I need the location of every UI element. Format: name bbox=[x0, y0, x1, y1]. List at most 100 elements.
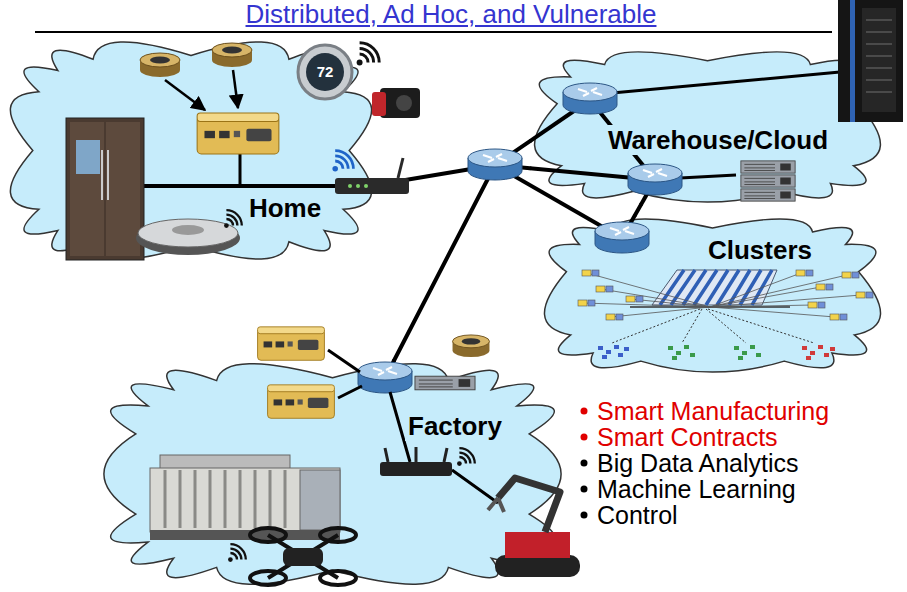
cloud-shape bbox=[544, 219, 880, 372]
compute-group bbox=[624, 347, 629, 351]
cluster-node bbox=[808, 302, 817, 308]
wifi-router bbox=[398, 158, 403, 178]
thermostat bbox=[298, 45, 352, 99]
cluster-node bbox=[606, 314, 615, 320]
compute-group bbox=[742, 351, 747, 355]
router bbox=[595, 222, 649, 253]
server-rack bbox=[741, 175, 795, 187]
bullet-item: Smart Contracts bbox=[597, 424, 778, 450]
wifi-router bbox=[348, 184, 352, 188]
thermostat bbox=[298, 45, 352, 99]
router bbox=[563, 83, 617, 114]
server-rack bbox=[741, 161, 795, 173]
home-wire bbox=[239, 154, 242, 186]
cluster-node bbox=[826, 284, 833, 290]
cluster-node bbox=[830, 314, 839, 320]
compute-group bbox=[802, 346, 807, 350]
compute-group bbox=[690, 353, 695, 357]
compute-group bbox=[824, 353, 829, 357]
cluster-node bbox=[606, 286, 613, 292]
compute-group bbox=[750, 345, 755, 349]
smart-fridge bbox=[66, 118, 144, 260]
robot-arm bbox=[505, 532, 570, 558]
bullet-item: Control bbox=[597, 502, 678, 528]
server-tower bbox=[838, 0, 903, 122]
server-rack bbox=[741, 189, 795, 201]
region-label: Warehouse/Cloud bbox=[605, 125, 831, 155]
cluster-node bbox=[866, 292, 873, 298]
drone bbox=[250, 528, 286, 542]
thermostat bbox=[306, 53, 344, 91]
smart-fridge bbox=[66, 118, 144, 260]
cloud-outline bbox=[100, 360, 565, 588]
compute-group bbox=[618, 353, 623, 357]
wifi-symbol bbox=[357, 43, 380, 66]
cluster-node bbox=[626, 296, 635, 302]
compute-group bbox=[606, 350, 611, 354]
compute-group bbox=[806, 356, 811, 360]
smart-fridge bbox=[106, 122, 140, 256]
network-link bbox=[394, 165, 530, 360]
gateway-box bbox=[258, 327, 325, 360]
cluster-node bbox=[842, 272, 851, 278]
cluster-node bbox=[818, 302, 825, 308]
cluster-node bbox=[592, 270, 599, 276]
gateway-box bbox=[268, 385, 335, 418]
cluster-node bbox=[578, 300, 587, 306]
wifi-router bbox=[364, 184, 368, 188]
region-label: Home bbox=[246, 193, 324, 223]
sensor bbox=[140, 53, 180, 77]
compute-group bbox=[738, 356, 743, 360]
cloud-shape bbox=[10, 42, 371, 259]
bullet-dots bbox=[581, 408, 588, 415]
speaker bbox=[396, 95, 412, 111]
region-label: Clusters bbox=[705, 235, 815, 265]
compute-group bbox=[614, 345, 619, 349]
bullet-dots bbox=[581, 460, 588, 467]
router bbox=[468, 149, 522, 180]
cluster-node bbox=[852, 272, 859, 278]
region-label: Factory bbox=[405, 411, 505, 441]
server-tower bbox=[862, 8, 896, 112]
cluster-node bbox=[806, 270, 813, 276]
cluster-node bbox=[636, 296, 643, 302]
cluster-node bbox=[816, 284, 825, 290]
robot-vacuum bbox=[172, 225, 204, 235]
compute-group bbox=[598, 346, 603, 350]
slide-title: Distributed, Ad Hoc, and Vulnerable bbox=[246, 0, 657, 28]
server-rack bbox=[415, 376, 475, 390]
wifi-router bbox=[335, 178, 409, 194]
warehouse-equipment bbox=[495, 0, 903, 238]
cluster-node bbox=[840, 314, 847, 320]
sensor bbox=[453, 335, 490, 357]
cloud-shape bbox=[104, 364, 561, 585]
gateway-box bbox=[197, 113, 279, 154]
compute-group bbox=[756, 353, 761, 357]
printing-machine bbox=[150, 455, 340, 540]
server-tower bbox=[838, 0, 903, 122]
bullet-dots bbox=[581, 408, 588, 519]
bullet-item: Machine Learning bbox=[597, 476, 796, 502]
compute-group bbox=[684, 345, 689, 349]
thermostat-reading: 72 bbox=[317, 64, 334, 80]
cluster-node bbox=[596, 286, 605, 292]
bullet-dots bbox=[581, 434, 588, 441]
title-rule bbox=[35, 31, 832, 33]
compute-group bbox=[734, 346, 739, 350]
compute-group bbox=[830, 347, 835, 351]
printing-machine bbox=[150, 530, 340, 540]
cloud-region: Factory bbox=[100, 360, 565, 588]
smart-fridge bbox=[102, 150, 108, 200]
cluster-node bbox=[588, 300, 595, 306]
printing-machine bbox=[165, 470, 285, 528]
bullet-dots bbox=[581, 486, 588, 493]
wifi-router bbox=[380, 462, 452, 476]
robot-vacuum bbox=[138, 219, 238, 247]
router bbox=[628, 164, 682, 195]
cloud-region: Clusters bbox=[540, 215, 885, 375]
drone bbox=[283, 548, 323, 566]
smart-fridge bbox=[76, 140, 100, 174]
compute-group bbox=[668, 346, 673, 350]
bullet-item: Smart Manufacturing bbox=[597, 398, 829, 424]
